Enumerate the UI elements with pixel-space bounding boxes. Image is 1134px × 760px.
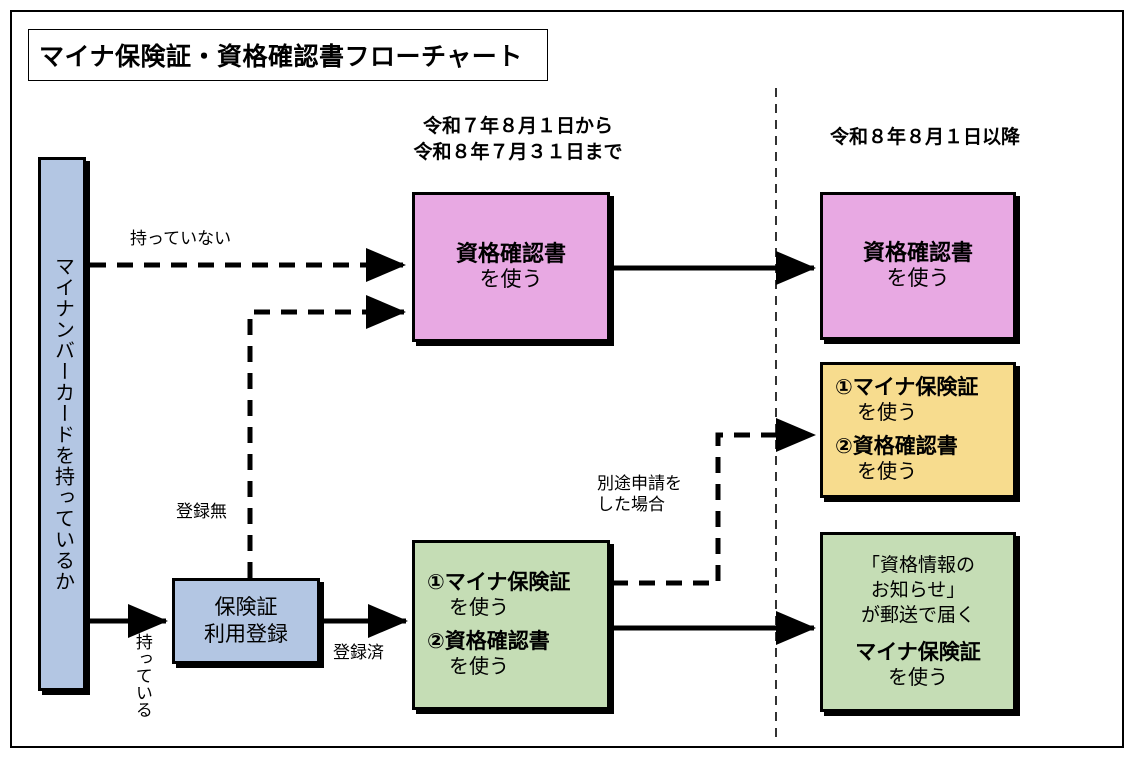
node-both-options-yellow-option-1-sub: を使う [857,402,917,424]
node-certificate-right-line-1: 資格確認書 [862,239,973,265]
node-notice-green-line-4: マイナ保険証 [855,641,981,665]
node-notice-green-line-3: が郵送で届く [860,604,975,626]
node-both-options-yellow[interactable]: ①マイナ保険証 を使う ②資格確認書 を使う [820,362,1016,498]
outer-frame [10,10,1124,748]
node-certificate-right[interactable]: 資格確認書 を使う [820,192,1016,340]
node-both-options-yellow-option-2: ②資格確認書 [835,435,958,458]
node-certificate-mid[interactable]: 資格確認書 を使う [412,192,610,342]
node-notice-green[interactable]: 「資格情報の お知らせ」 が郵送で届く マイナ保険証 を使う [820,532,1016,712]
node-certificate-right-line-2: を使う [886,267,950,291]
node-notice-green-line-2: お知らせ」 [870,580,966,602]
column-header-period-2: 令和８年８月１日以降 [829,127,1020,148]
node-insurance-card-registration-line-2: 利用登録 [204,623,288,646]
edge-label-has-card-text: 持っている [132,633,152,718]
page-title: マイナ保険証・資格確認書フローチャート [39,43,523,71]
edge-label-not-registered: 登録無 [176,502,227,521]
edge-label-separate-application: 別途申請を した場合 [597,473,682,516]
node-both-options-green[interactable]: ①マイナ保険証 を使う ②資格確認書 を使う [412,540,610,710]
node-notice-green-line-1: 「資格情報の [860,555,975,577]
node-both-options-green-option-1: ①マイナ保険証 [427,571,571,595]
edge-label-separate-application-line-1: 別途申請を [597,474,682,493]
node-both-options-yellow-option-2-sub: を使う [857,460,917,483]
column-header-period-1-line-2: 令和８年７月３１日まで [413,141,623,163]
column-header-period-1: 令和７年８月１日から 令和８年７月３１日まで [378,114,658,165]
column-header-period-1-line-1: 令和７年８月１日から [422,116,613,137]
edge-label-no-card: 持っていない [130,229,232,248]
node-notice-green-line-5: を使う [888,666,948,689]
node-certificate-mid-line-1: 資格確認書 [455,240,566,266]
edge-label-has-card: 持っている [132,633,152,723]
node-insurance-card-registration[interactable]: 保険証 利用登録 [172,578,320,664]
node-both-options-green-option-1-sub: を使う [449,597,509,619]
edge-label-separate-application-line-2: した場合 [597,495,665,515]
edge-label-registered: 登録済 [333,643,384,662]
node-both-options-yellow-option-1: ①マイナ保険証 [835,376,979,400]
title-box: マイナ保険証・資格確認書フローチャート [28,29,548,81]
node-both-options-green-option-2-sub: を使う [449,655,509,678]
node-has-mynumber-card[interactable]: マイナンバーカードを持っているか [38,157,86,691]
spacer [835,425,1013,435]
node-insurance-card-registration-line-1: 保険証 [214,595,278,619]
node-has-mynumber-card-label: マイナンバーカードを持っているか [51,256,74,592]
spacer [427,620,607,630]
node-both-options-green-option-2: ②資格確認書 [427,630,550,653]
node-certificate-mid-line-2: を使う [479,268,543,292]
